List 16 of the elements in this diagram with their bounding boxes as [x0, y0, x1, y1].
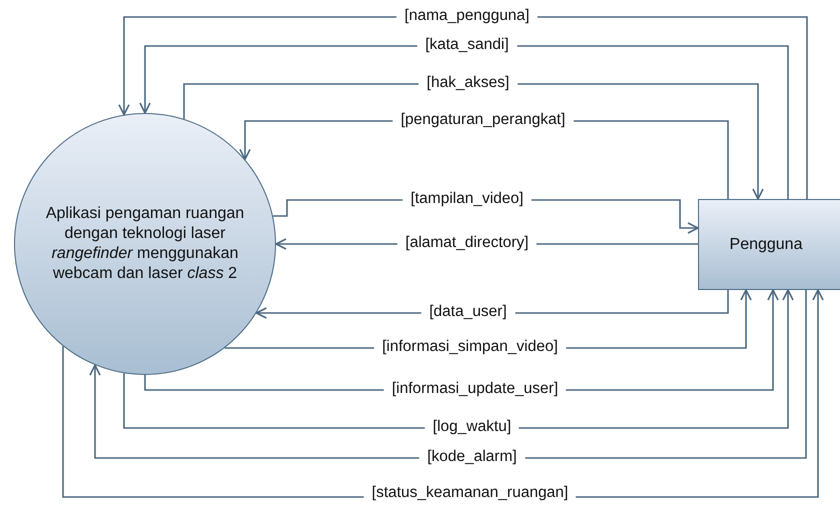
edge-label: [kata_sandi]	[417, 36, 517, 54]
edge-label: [informasi_update_user]	[384, 380, 566, 398]
edge-label: [pengaturan_perangkat]	[392, 111, 574, 130]
entity-label: Pengguna	[730, 234, 802, 254]
edge-label: [alamat_directory]	[397, 234, 537, 252]
edge-label: [tampilan_video]	[402, 190, 532, 208]
edge-label: [nama_pengguna]	[396, 7, 538, 26]
edge-label: [data_user]	[421, 303, 515, 322]
arrow	[123, 289, 794, 429]
edge-label: [informasi_simpan_video]	[374, 338, 566, 356]
edge-label: [hak_akses]	[418, 74, 518, 92]
edge-label: [log_waktu]	[424, 418, 520, 436]
process-label: Aplikasi pengaman ruangan dengan teknologi laser rangefinder menggunakan webcam dan laser class 2	[44, 204, 246, 284]
entity-box	[698, 199, 840, 290]
edge-label: [kode_alarm]	[419, 448, 525, 466]
edge-label: [status_keamanan_ruangan]	[364, 484, 576, 502]
